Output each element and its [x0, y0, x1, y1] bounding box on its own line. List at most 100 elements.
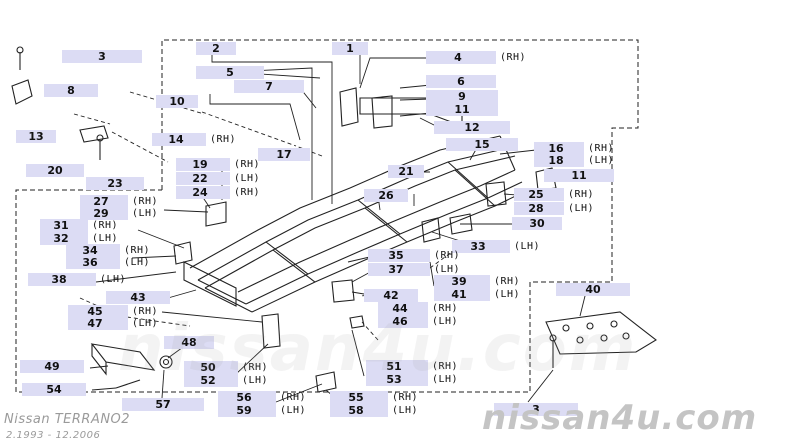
- callout-label[interactable]: 28: [514, 202, 564, 215]
- callout-number: 34: [82, 244, 98, 257]
- callout-number: 50: [200, 361, 216, 374]
- callout-label[interactable]: 38: [28, 273, 96, 286]
- watermark-main: nissan4u.com: [118, 312, 638, 386]
- callout-label[interactable]: 43: [106, 291, 170, 304]
- callout-label[interactable]: 4: [426, 51, 496, 64]
- callout-label[interactable]: 23: [86, 177, 144, 190]
- callout-label[interactable]: 36: [66, 256, 120, 269]
- callout-label[interactable]: 12: [434, 121, 510, 134]
- callout-label[interactable]: 19: [176, 158, 230, 171]
- callout-label[interactable]: 8: [44, 84, 98, 97]
- callout-label[interactable]: 7: [234, 80, 304, 93]
- callout-number: 23: [107, 177, 123, 190]
- callout-number: 22: [192, 172, 208, 185]
- callout-number: 57: [155, 398, 171, 411]
- callout-label[interactable]: 15: [446, 138, 518, 151]
- callout-number: 25: [528, 188, 544, 201]
- callout-label[interactable]: 35: [368, 249, 430, 262]
- callout-label[interactable]: 31: [40, 219, 88, 232]
- callout-label[interactable]: 47: [68, 317, 128, 330]
- callout-label[interactable]: 10: [156, 95, 198, 108]
- callout-label[interactable]: 9: [426, 90, 498, 103]
- callout-label[interactable]: 16: [534, 142, 584, 155]
- callout-label[interactable]: 13: [16, 130, 56, 143]
- callout-label[interactable]: 51: [366, 360, 428, 373]
- callout-number: 12: [464, 121, 480, 134]
- callout-label[interactable]: 20: [26, 164, 84, 177]
- callout-label[interactable]: 26: [364, 189, 408, 202]
- callout-number: 18: [548, 154, 564, 167]
- callout-label[interactable]: 46: [378, 315, 428, 328]
- callout-label[interactable]: 48: [164, 336, 214, 349]
- callout-number: 16: [548, 142, 564, 155]
- callout-label[interactable]: 18: [534, 154, 584, 167]
- callout-label[interactable]: 59: [218, 404, 276, 417]
- callout-number: 20: [47, 164, 63, 177]
- callout-label[interactable]: 52: [184, 374, 238, 387]
- callout-number: 43: [130, 291, 146, 304]
- assembly-boundary: [15, 39, 639, 393]
- callout-number: 30: [529, 217, 545, 230]
- callout-number: 39: [451, 275, 467, 288]
- callout-label[interactable]: 17: [258, 148, 310, 161]
- callout-label[interactable]: 39: [434, 275, 490, 288]
- callout-label[interactable]: 37: [368, 263, 430, 276]
- callout-label[interactable]: 6: [426, 75, 496, 88]
- callout-label[interactable]: 58: [330, 404, 388, 417]
- callout-number: 46: [392, 315, 408, 328]
- callout-label[interactable]: 24: [176, 186, 230, 199]
- callout-side: (LH): [432, 316, 459, 327]
- callout-number: 5: [226, 66, 234, 79]
- callout-label[interactable]: 54: [22, 383, 86, 396]
- callout-label[interactable]: 57: [122, 398, 204, 411]
- callout-label[interactable]: 34: [66, 244, 120, 257]
- watermark-corner: nissan4u.com: [482, 398, 758, 438]
- callout-label[interactable]: 22: [176, 172, 230, 185]
- callout-side: (LH): [92, 233, 119, 244]
- callout-label[interactable]: 1: [332, 42, 368, 55]
- callout-side: (LH): [242, 375, 269, 386]
- callout-label[interactable]: 14: [152, 133, 206, 146]
- callout-side: (RH): [234, 159, 261, 170]
- callout-number: 49: [44, 360, 60, 373]
- callout-side: (LH): [132, 208, 159, 219]
- callout-label[interactable]: 50: [184, 361, 238, 374]
- callout-number: 52: [200, 374, 216, 387]
- callout-number: 47: [87, 317, 103, 330]
- callout-label[interactable]: 40: [556, 283, 630, 296]
- callout-side: (RH): [432, 303, 459, 314]
- callout-number: 33: [470, 240, 486, 253]
- callout-label[interactable]: 27: [80, 195, 128, 208]
- callout-label[interactable]: 45: [68, 305, 128, 318]
- callout-label[interactable]: 56: [218, 391, 276, 404]
- callout-number: 11: [454, 103, 470, 116]
- callout-label[interactable]: 49: [20, 360, 84, 373]
- callout-label[interactable]: 41: [434, 288, 490, 301]
- callout-number: 29: [93, 207, 109, 220]
- callout-label[interactable]: 33: [452, 240, 510, 253]
- callout-side: (LH): [280, 405, 307, 416]
- callout-number: 1: [346, 42, 354, 55]
- callout-side: (RH): [568, 189, 595, 200]
- callout-label[interactable]: 2: [196, 42, 236, 55]
- callout-label[interactable]: 42: [364, 289, 418, 302]
- callout-label[interactable]: 3: [62, 50, 142, 63]
- callout-label[interactable]: 44: [378, 302, 428, 315]
- callout-label[interactable]: 30: [512, 217, 562, 230]
- ladder-frame-drawing: [11, 46, 657, 393]
- callout-number: 24: [192, 186, 208, 199]
- callout-label[interactable]: 55: [330, 391, 388, 404]
- callout-label[interactable]: 29: [80, 207, 128, 220]
- callout-label[interactable]: 3: [494, 403, 578, 416]
- callout-label[interactable]: 32: [40, 232, 88, 245]
- callout-label[interactable]: 25: [514, 188, 564, 201]
- callout-label[interactable]: 11: [544, 169, 614, 182]
- callout-number: 36: [82, 256, 98, 269]
- callout-side: (LH): [568, 203, 595, 214]
- callout-side: (LH): [588, 155, 615, 166]
- callout-label[interactable]: 53: [366, 373, 428, 386]
- callout-label[interactable]: 5: [196, 66, 264, 79]
- footer-dates: 2.1993 - 12.2006: [6, 430, 101, 441]
- callout-label[interactable]: 21: [388, 165, 424, 178]
- callout-label[interactable]: 11: [426, 103, 498, 116]
